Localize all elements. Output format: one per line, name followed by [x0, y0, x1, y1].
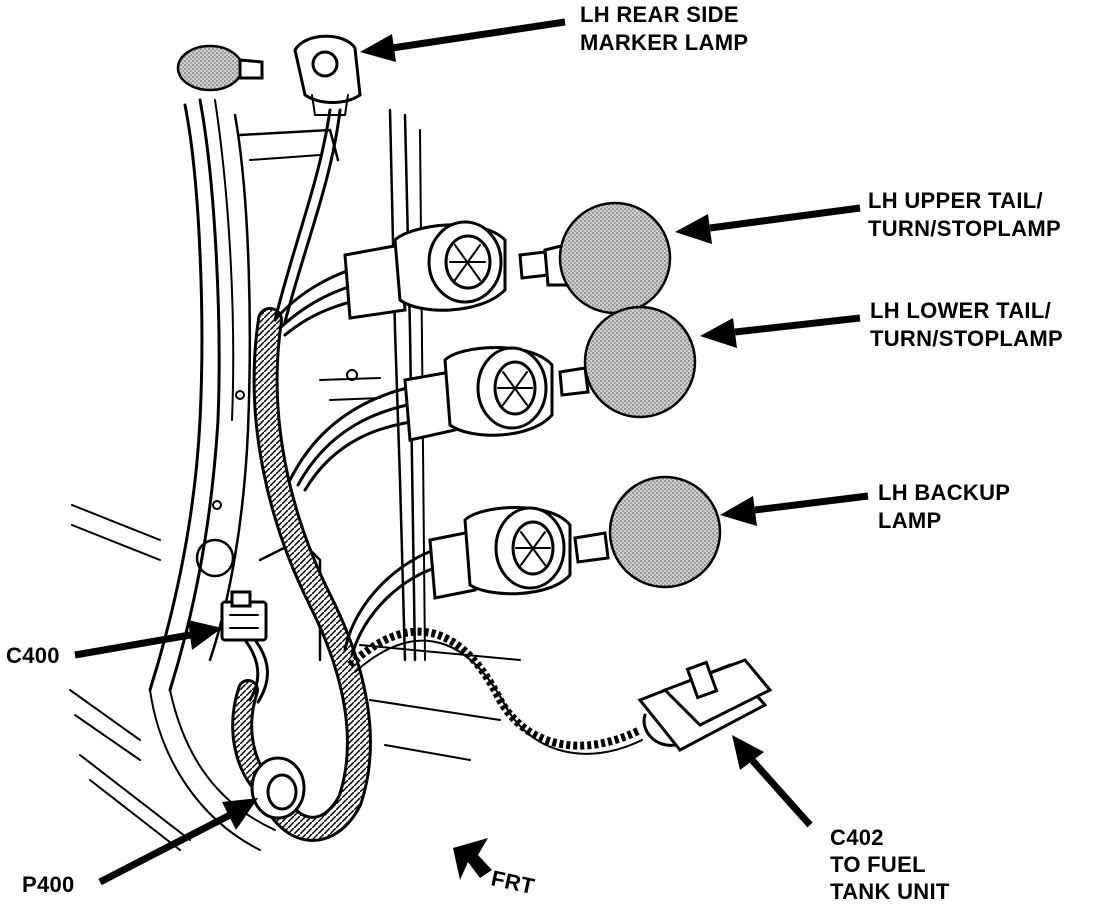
backup-label-line1: LH BACKUP [878, 480, 1010, 505]
callout-arrows [74, 18, 869, 886]
backup-label-line2: LAMP [878, 508, 942, 533]
c400-label: C400 [6, 643, 60, 668]
c402-label-line3: TANK UNIT [830, 879, 950, 904]
upper-tail-label-line2: TURN/STOPLAMP [868, 216, 1061, 241]
p400-grommet [250, 756, 306, 820]
body-structure [69, 98, 521, 851]
c402-label-line1: C402 [830, 825, 884, 850]
c400-connector [220, 590, 268, 642]
rear-side-marker-lamp [176, 34, 362, 116]
rear-marker-label-line2: MARKER LAMP [580, 30, 748, 55]
upper-tail-lamp-assembly [343, 201, 672, 320]
p400-label: P400 [22, 872, 75, 897]
c402-label-line2: TO FUEL [830, 852, 926, 877]
front-direction-indicator: FRT [453, 838, 537, 899]
callout-labels: LH REAR SIDE MARKER LAMP LH UPPER TAIL/ … [6, 2, 1063, 904]
backup-lamp-assembly [428, 475, 722, 600]
lower-tail-label-line2: TURN/STOPLAMP [870, 326, 1063, 351]
rear-marker-label-line1: LH REAR SIDE [580, 2, 739, 27]
c402-connector [637, 658, 773, 752]
upper-tail-label-line1: LH UPPER TAIL/ [868, 188, 1043, 213]
front-label: FRT [489, 865, 537, 899]
front-arrow-icon [453, 838, 492, 880]
lower-tail-label-line1: LH LOWER TAIL/ [870, 298, 1051, 323]
lower-tail-lamp-assembly [403, 305, 697, 442]
